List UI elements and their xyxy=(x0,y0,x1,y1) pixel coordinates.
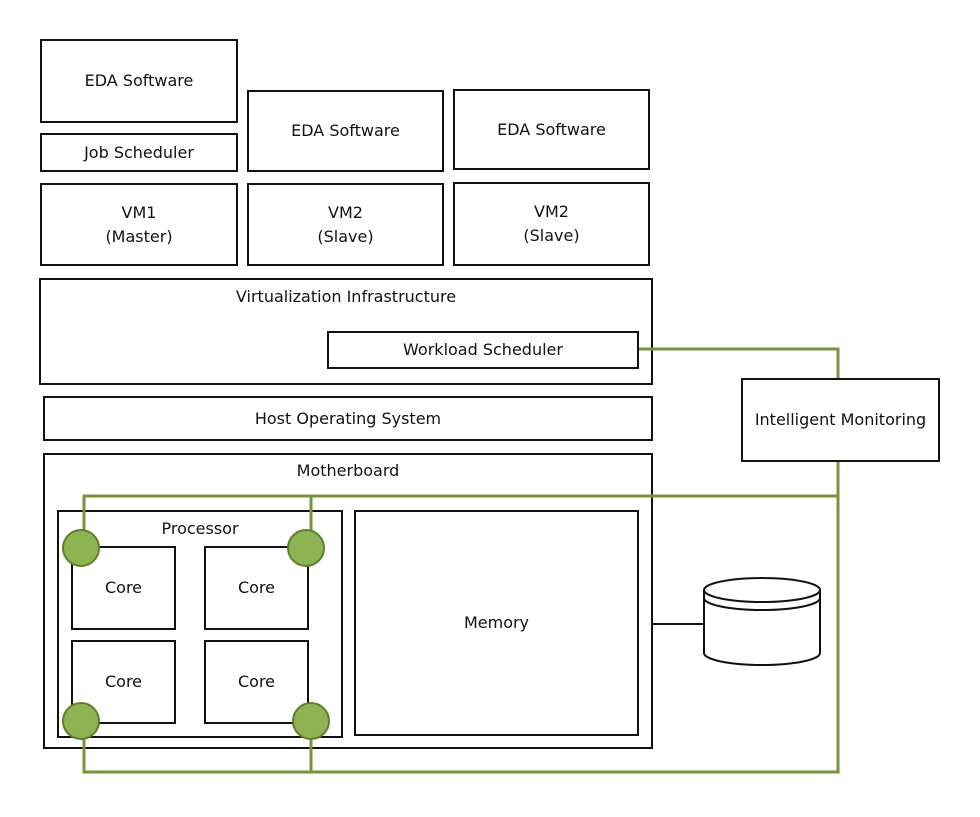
memory-box: Memory xyxy=(354,510,639,736)
sensor-node-top-right xyxy=(287,529,325,567)
eda-software-box-2: EDA Software xyxy=(247,90,444,172)
job-scheduler-box: Job Scheduler xyxy=(40,133,238,172)
eda-software-box-3: EDA Software xyxy=(453,89,650,170)
virtualization-title: Virtualization Infrastructure xyxy=(235,287,457,306)
intelligent-monitoring-box: Intelligent Monitoring xyxy=(741,378,940,462)
monitor-to-sensor-bus-line xyxy=(82,462,840,774)
workload-scheduler-box: Workload Scheduler xyxy=(327,331,639,369)
vm2-slave-box-1: VM2 (Slave) xyxy=(247,183,444,266)
sensor-node-top-left xyxy=(62,529,100,567)
scheduler-to-monitor-line xyxy=(639,347,840,378)
sensor-nodes xyxy=(62,529,330,740)
monitoring-connectors xyxy=(82,347,840,774)
top-sensor-bus-line xyxy=(82,494,838,546)
disk-storage-icon xyxy=(703,577,821,666)
motherboard-title: Motherboard xyxy=(296,461,400,480)
sensor-node-bottom-right xyxy=(292,702,330,740)
sensor-node-bottom-left xyxy=(62,702,100,740)
vm2-slave-box-2: VM2 (Slave) xyxy=(453,182,650,266)
vm1-master-box: VM1 (Master) xyxy=(40,183,238,266)
eda-software-box-1: EDA Software xyxy=(40,39,238,123)
processor-title: Processor xyxy=(161,519,239,538)
host-operating-system-box: Host Operating System xyxy=(43,396,653,441)
core-box-4: Core xyxy=(204,640,309,724)
